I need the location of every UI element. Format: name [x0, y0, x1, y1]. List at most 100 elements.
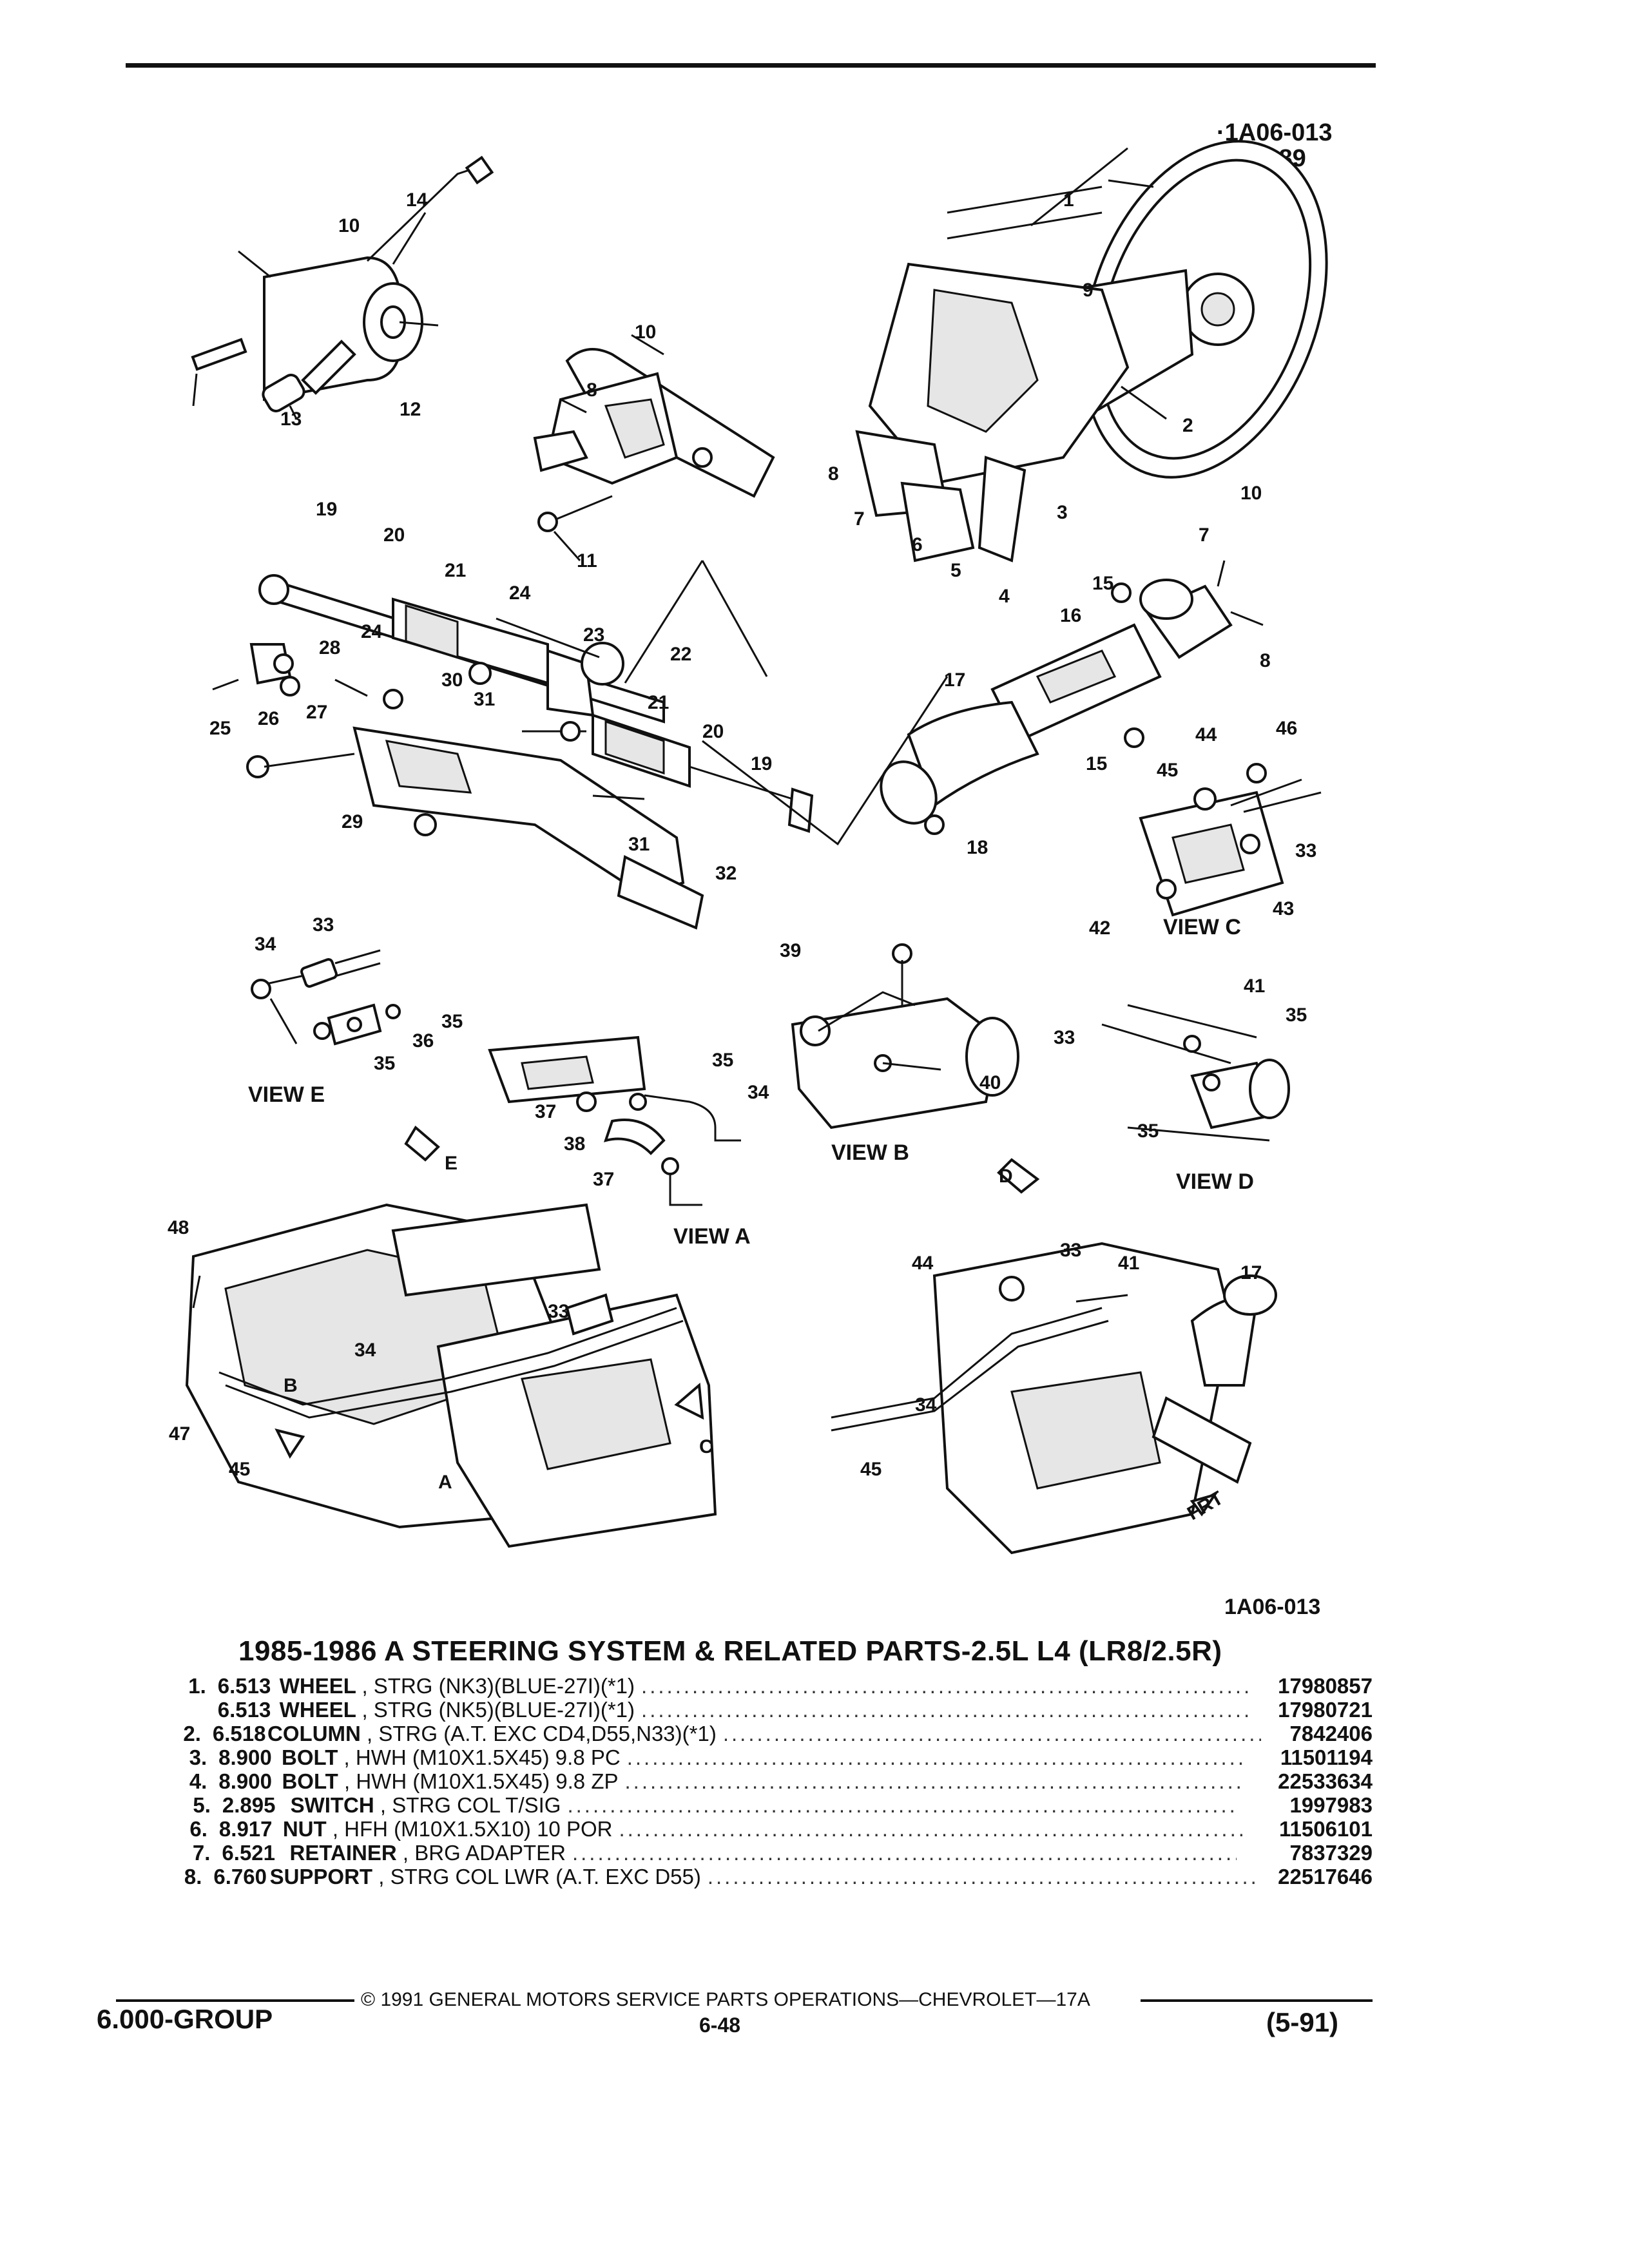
callout-26: 26	[258, 708, 279, 729]
table-row: 6.513 WHEEL , STRG (NK5)(BLUE-27I)(*1) .…	[161, 1698, 1373, 1722]
lower-support-drawing	[533, 334, 775, 561]
callout-24: 24	[509, 582, 531, 604]
callout-3: 3	[1057, 502, 1068, 523]
part-detail: , HWH (M10X1.5X45) 9.8 PC	[343, 1745, 621, 1769]
callout-42: 42	[1089, 918, 1110, 939]
callout-36: 36	[412, 1030, 434, 1052]
group-number: 6.760	[213, 1865, 267, 1888]
group-number: 8.900	[218, 1745, 272, 1769]
view-labels: VIEW E VIEW B VIEW C VIEW D VIEW A	[248, 915, 1254, 1249]
group-number: 8.900	[218, 1769, 272, 1793]
leader-dots: ........................................…	[641, 1674, 1248, 1698]
callout-33b: 33	[1295, 840, 1316, 861]
parts-illustration: 1 2 3 4 5 6 7 8 9 10 10 10 7 8 8 11 12 1…	[168, 140, 1328, 1555]
callout-28: 28	[319, 637, 340, 658]
arrow-letters: A B C D E FRT	[284, 1153, 1227, 1524]
arrow-letter-e: E	[445, 1153, 458, 1174]
group-number: 6.513	[217, 1698, 271, 1722]
view-d-label: VIEW D	[1176, 1169, 1254, 1194]
callout-41: 41	[1244, 975, 1265, 997]
item-index: 4.	[189, 1769, 207, 1793]
callout-13: 13	[280, 408, 302, 430]
top-rule	[126, 63, 1376, 68]
callout-10c: 10	[1240, 483, 1262, 504]
callout-12: 12	[400, 399, 421, 420]
part-detail: , STRG (NK5)(BLUE-27I)(*1)	[361, 1698, 635, 1722]
table-row: 2. 6.518 COLUMN , STRG (A.T. EXC CD4,D55…	[161, 1722, 1373, 1745]
callout-43: 43	[1273, 898, 1294, 919]
callout-27: 27	[306, 702, 327, 723]
view-a-drawing	[488, 1035, 741, 1206]
callout-16: 16	[1060, 605, 1081, 626]
part-number: 22533634	[1278, 1769, 1373, 1793]
arrow-letter-c: C	[699, 1436, 713, 1457]
table-row: 3. 8.900 BOLT , HWH (M10X1.5X45) 9.8 PC …	[161, 1745, 1373, 1769]
crossmember-drawing	[246, 676, 949, 930]
callout-45: 45	[1157, 760, 1178, 781]
footer-group: 6.000-GROUP	[97, 2004, 273, 2034]
table-row: 5. 2.895 SWITCH , STRG COL T/SIG .......…	[161, 1793, 1373, 1817]
item-index: 8.	[184, 1865, 202, 1888]
callout-15b: 15	[1086, 753, 1107, 774]
callout-35c: 35	[712, 1050, 733, 1071]
parts-list: 1. 6.513 WHEEL , STRG (NK3)(BLUE-27I)(*1…	[161, 1674, 1373, 1888]
part-name: BOLT	[282, 1769, 338, 1793]
part-name: WHEEL	[279, 1674, 356, 1698]
callout-24b: 24	[361, 621, 383, 642]
part-description: WHEEL , STRG (NK5)(BLUE-27I)(*1)	[280, 1698, 635, 1722]
leader-dots: ........................................…	[722, 1722, 1262, 1745]
leader-dots: ........................................…	[641, 1698, 1248, 1722]
arrow-letter-d: D	[999, 1166, 1013, 1187]
group-number: 6.513	[217, 1674, 271, 1698]
part-number: 11501194	[1280, 1745, 1373, 1769]
part-number: 11506101	[1278, 1817, 1373, 1841]
callout-35: 35	[441, 1011, 463, 1032]
rack-and-pinion-drawing	[212, 560, 814, 833]
callout-45c: 45	[860, 1459, 882, 1480]
callout-2: 2	[1182, 415, 1193, 436]
diagram-ref-bottom: 1A06-013	[1224, 1595, 1321, 1619]
part-detail: , STRG (NK3)(BLUE-27I)(*1)	[361, 1674, 635, 1698]
view-c-label: VIEW C	[1163, 915, 1241, 939]
callout-45b: 45	[229, 1459, 250, 1480]
leader-dots: ........................................…	[624, 1769, 1246, 1793]
callout-17: 17	[944, 669, 965, 691]
leader-dots: ........................................…	[567, 1793, 1237, 1817]
callout-5: 5	[950, 560, 961, 581]
footer-rule-left	[116, 1999, 354, 2002]
view-e-label: VIEW E	[248, 1082, 325, 1107]
part-name: SUPPORT	[269, 1865, 373, 1888]
callout-22: 22	[670, 644, 691, 665]
callout-20: 20	[383, 524, 405, 546]
callout-38: 38	[564, 1133, 585, 1155]
callout-8c: 8	[1260, 650, 1271, 671]
part-number: 17980857	[1278, 1674, 1373, 1698]
table-row: 8. 6.760 SUPPORT , STRG COL LWR (A.T. EX…	[161, 1865, 1373, 1888]
group-number: 6.521	[222, 1841, 276, 1865]
callout-1: 1	[1063, 189, 1074, 211]
item-index: 1.	[188, 1674, 206, 1698]
leader-dots: ........................................…	[707, 1865, 1259, 1888]
table-row: 7. 6.521 RETAINER , BRG ADAPTER ........…	[161, 1841, 1373, 1865]
callout-labels: 1 2 3 4 5 6 7 8 9 10 10 10 7 8 8 11 12 1…	[168, 189, 1316, 1480]
callout-35d: 35	[1286, 1004, 1307, 1026]
part-number: 7842406	[1289, 1722, 1373, 1745]
callout-19: 19	[316, 499, 337, 520]
callout-37b: 37	[593, 1169, 614, 1190]
part-detail: , STRG COL T/SIG	[380, 1793, 561, 1817]
item-index: 2.	[183, 1722, 201, 1745]
callout-20b: 20	[702, 721, 724, 742]
leader-dots: ........................................…	[619, 1817, 1244, 1841]
callout-40: 40	[979, 1072, 1001, 1093]
part-description: RETAINER , BRG ADAPTER	[290, 1841, 566, 1865]
callout-21b: 21	[648, 692, 669, 713]
callout-17b: 17	[1240, 1262, 1262, 1283]
view-b-drawing	[791, 943, 1019, 1129]
callout-4: 4	[999, 586, 1010, 607]
part-description: BOLT , HWH (M10X1.5X45) 9.8 ZP	[282, 1769, 618, 1794]
callout-11: 11	[577, 550, 597, 572]
group-number: 6.518	[212, 1722, 266, 1745]
arrow-letter-a: A	[438, 1472, 452, 1493]
callout-25: 25	[209, 718, 231, 739]
